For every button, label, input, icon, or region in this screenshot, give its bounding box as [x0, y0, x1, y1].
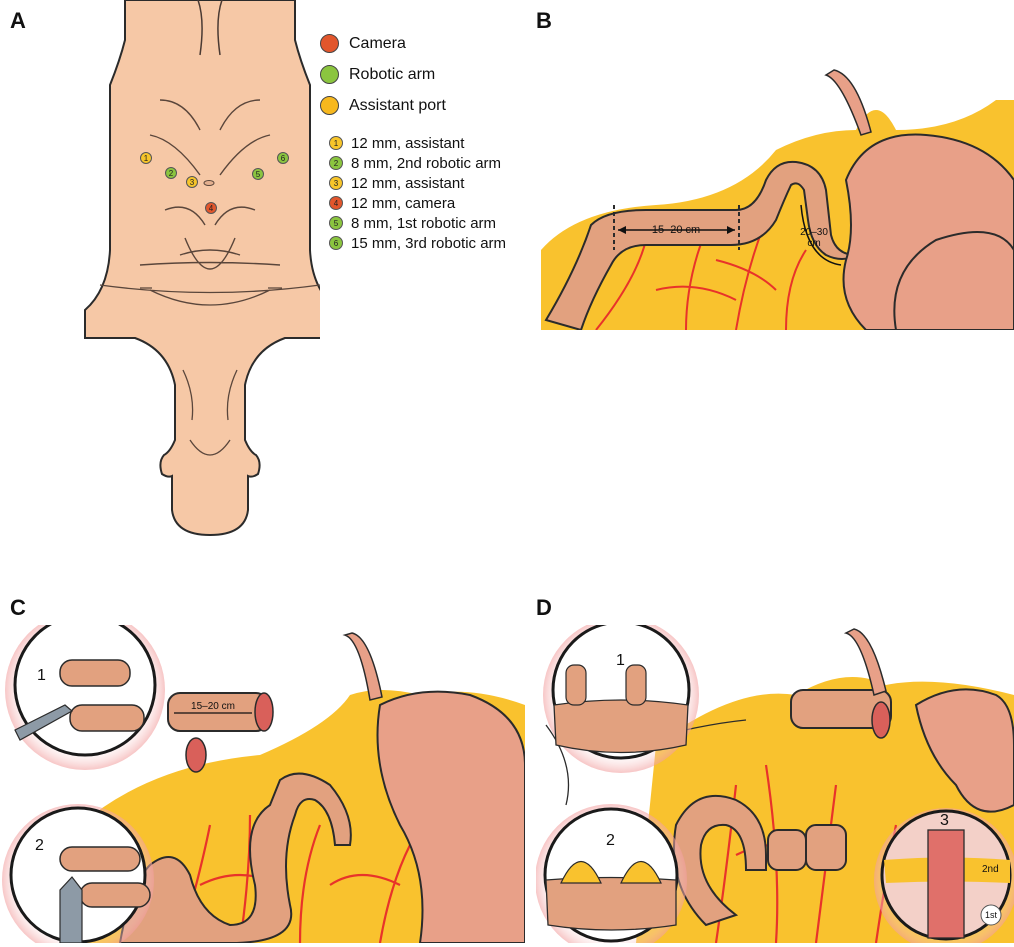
- port-label: 12 mm, assistant: [351, 175, 464, 192]
- measure-label-2a: 20–30: [800, 227, 828, 238]
- measure-label-1: 15–20 cm: [652, 224, 700, 236]
- robotic-arm-dot-icon: [320, 65, 339, 84]
- panel-label-c: C: [10, 595, 26, 621]
- port-row: 1 12 mm, assistant: [320, 133, 506, 153]
- inset-2-label: 2: [606, 832, 615, 849]
- segment-end: [255, 693, 273, 731]
- legend-label: Camera: [349, 35, 406, 53]
- segment-end: [872, 702, 890, 738]
- inset-1-label: 1: [37, 667, 46, 684]
- port-2-num: 2: [169, 169, 174, 178]
- appendix: [345, 633, 382, 700]
- port-1-num: 1: [144, 154, 149, 163]
- torso-outline: [85, 0, 320, 535]
- legend-label: Robotic arm: [349, 66, 435, 84]
- port-row: 6 15 mm, 3rd robotic arm: [320, 233, 506, 253]
- resected-segment: [168, 693, 268, 731]
- assistant-port-dot-icon: [320, 96, 339, 115]
- appendix: [826, 70, 871, 135]
- port-5-num: 5: [256, 170, 261, 179]
- label-1st: 1st: [985, 910, 998, 920]
- port-row: 3 12 mm, assistant: [320, 173, 506, 193]
- panel-label-b: B: [536, 8, 552, 34]
- inset-2-bowel-a: [60, 847, 140, 871]
- panel-c-illustration: 15–20 cm 1 2: [0, 625, 525, 943]
- port-number-icon: 4: [329, 196, 343, 210]
- panel-label-d: D: [536, 595, 552, 621]
- port-label: 8 mm, 1st robotic arm: [351, 215, 496, 232]
- inset-3-tube: [928, 830, 964, 938]
- measure-label-2b: cm: [807, 238, 820, 249]
- inset-1-tissue: [554, 700, 688, 753]
- port-number-icon: 2: [329, 156, 343, 170]
- port-number-icon: 6: [329, 236, 343, 250]
- inset-3-label: 3: [940, 812, 949, 829]
- inset-2-bowel-b: [80, 883, 150, 907]
- port-6-num: 6: [281, 154, 286, 163]
- port-number-icon: 3: [329, 176, 343, 190]
- legend: Camera Robotic arm Assistant port 1 12 mm…: [320, 28, 506, 253]
- port-3-num: 3: [190, 178, 195, 187]
- port-label: 12 mm, assistant: [351, 135, 464, 152]
- inset-2-tissue: [546, 878, 676, 931]
- legend-item-assistant-port: Assistant port: [320, 90, 506, 121]
- navel: [204, 181, 214, 186]
- port-number-icon: 1: [329, 136, 343, 150]
- label-2nd: 2nd: [982, 864, 999, 875]
- port-label: 8 mm, 2nd robotic arm: [351, 155, 501, 172]
- stapler-icon: [60, 877, 82, 943]
- inset-1-bowel-a: [60, 660, 130, 686]
- port-4-num: 4: [209, 204, 214, 213]
- port-row: 5 8 mm, 1st robotic arm: [320, 213, 506, 233]
- measure-label: 15–20 cm: [191, 701, 235, 712]
- port-row: 2 8 mm, 2nd robotic arm: [320, 153, 506, 173]
- torso-illustration: 1 2 3 4 5 6: [0, 0, 320, 545]
- camera-dot-icon: [320, 34, 339, 53]
- bowel-stump: [186, 738, 206, 772]
- anastomosis-right: [806, 825, 846, 870]
- inset-1-bowel-b: [626, 665, 646, 705]
- panel-d-illustration: 1 2 3 2nd 1st: [536, 625, 1014, 943]
- port-number-icon: 5: [329, 216, 343, 230]
- port-label: 15 mm, 3rd robotic arm: [351, 235, 506, 252]
- panel-b-illustration: 15–20 cm 20–30 cm: [536, 40, 1014, 330]
- port-row: 4 12 mm, camera: [320, 193, 506, 213]
- legend-item-robotic-arm: Robotic arm: [320, 59, 506, 90]
- port-list: 1 12 mm, assistant 2 8 mm, 2nd robotic arm…: [320, 133, 506, 253]
- inset-1-bowel-b: [70, 705, 144, 731]
- inset-1-bowel-a: [566, 665, 586, 705]
- inset-1-label: 1: [616, 652, 625, 669]
- port-label: 12 mm, camera: [351, 195, 455, 212]
- inset-1-circle: [15, 625, 155, 755]
- legend-label: Assistant port: [349, 97, 446, 115]
- legend-item-camera: Camera: [320, 28, 506, 59]
- inset-2-label: 2: [35, 837, 44, 854]
- anastomosis: [768, 830, 806, 870]
